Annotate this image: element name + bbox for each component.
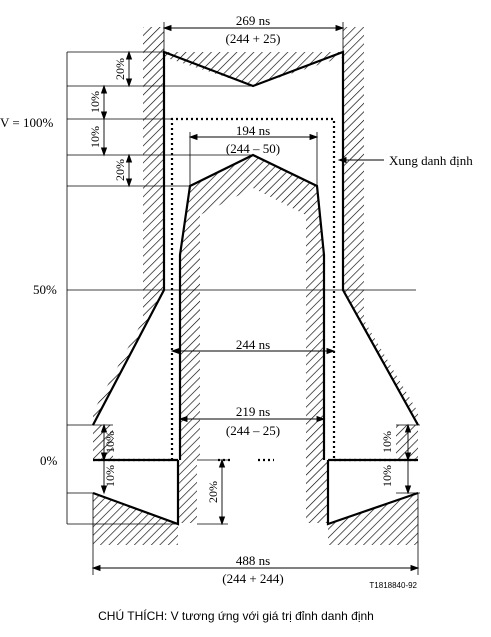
nominal-pulse-label: Xung danh định [389,153,473,168]
dim-top-width: 269 ns [236,13,270,28]
level-label-50: 50% [33,282,57,297]
outer-mask-hatching [93,27,418,545]
tol-left-10a: 10% [103,431,117,453]
dim-mid-width: 194 ns [236,123,270,138]
tol-top-10a: 10% [88,91,102,113]
dim-base-width-expr: (244 + 244) [222,571,284,586]
tol-top-20b: 20% [113,159,127,181]
tol-right-10a: 10% [380,431,394,453]
reference-lines [66,22,420,575]
level-label-0: 0% [40,453,58,468]
level-label-100: V = 100% [0,115,53,130]
dim-top-width-expr: (244 + 25) [226,31,281,46]
inner-mask-hatching [93,155,418,523]
dim-nominal-width: 244 ns [236,337,270,352]
tol-right-10b: 10% [380,465,394,487]
figure-id: T1818840-92 [369,581,417,590]
dim-lower-width: 219 ns [236,404,270,419]
tol-left-10b: 10% [103,465,117,487]
dim-mid-width-expr: (244 – 50) [226,141,280,156]
tol-bottom-20: 20% [206,481,220,503]
tol-top-20: 20% [113,58,127,80]
dim-lower-width-expr: (244 – 25) [226,423,280,438]
tol-top-10b: 10% [88,126,102,148]
dim-base-width: 488 ns [236,553,270,568]
figure-note: CHÚ THÍCH: V tương ứng với giá trị đỉnh … [98,608,374,623]
dimension-arrows [91,24,420,572]
